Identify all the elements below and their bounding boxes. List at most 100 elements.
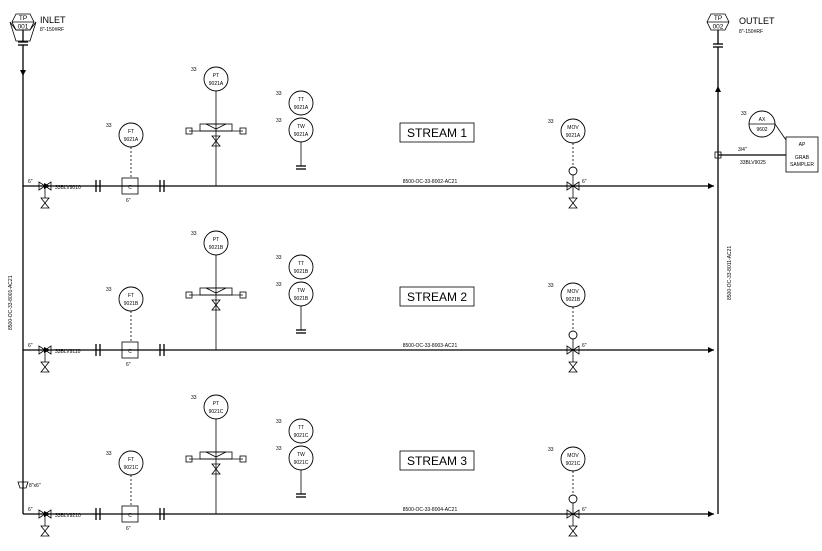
mov-size: 6" — [582, 343, 587, 349]
tw-prefix: 33 — [276, 446, 282, 452]
conditioner-size: 6" — [126, 362, 131, 368]
ft-tag: FT — [128, 293, 134, 299]
motor-actuator — [568, 166, 578, 176]
tw-prefix: 33 — [276, 118, 282, 124]
block-valve — [38, 509, 46, 519]
regulator-end — [185, 291, 193, 299]
mov-bubble — [560, 118, 586, 144]
conditioner-label: C — [128, 513, 132, 519]
ax-tag: AX — [759, 117, 766, 123]
mov-size: 6" — [582, 179, 587, 185]
conditioner-box — [121, 177, 139, 195]
mov-tag: MOV — [567, 125, 579, 131]
pressure-regulator — [205, 287, 227, 294]
ft-bubble — [118, 122, 144, 148]
pt-prefix: 33 — [191, 67, 197, 73]
pt-bubble — [203, 394, 229, 420]
reducer: 8"x6" — [17, 481, 41, 489]
stream-label-box — [399, 286, 475, 307]
stream-label: STREAM 1 — [407, 126, 467, 140]
flow-arrow — [44, 347, 50, 353]
block-valve-tag: 33BLV9010 — [55, 185, 81, 191]
tt-prefix: 33 — [276, 419, 282, 425]
stream-line-number: 8500-OC-33-8002-AC21 — [403, 179, 458, 185]
conditioner-label: C — [128, 349, 132, 355]
regulator-end — [239, 291, 247, 299]
regulator-end — [239, 127, 247, 135]
valve-body — [568, 530, 578, 537]
motor-actuator — [568, 330, 578, 340]
inlet-tag-number: 001 — [18, 24, 29, 31]
mov-prefix: 33 — [548, 447, 554, 453]
mov-number: 9021B — [566, 297, 581, 303]
stream-label-box — [399, 450, 475, 471]
valve-body — [40, 202, 50, 209]
ax-number: 9602 — [756, 127, 767, 133]
tw-prefix: 33 — [276, 282, 282, 288]
mov-valve — [566, 181, 574, 191]
inlet-spec: 8"-150#RF — [40, 27, 64, 33]
outlet-label: OUTLET — [739, 16, 775, 26]
pt-number: 9021B — [209, 245, 224, 251]
ft-prefix: 33 — [106, 451, 112, 457]
mov-size: 6" — [582, 507, 587, 513]
line-size: 6" — [28, 179, 33, 185]
valve-body — [568, 525, 578, 532]
stream-label: STREAM 2 — [407, 290, 467, 304]
regulator-end — [185, 455, 193, 463]
inlet-label: INLET — [40, 15, 66, 25]
block-valve — [44, 181, 52, 191]
conditioner-size: 6" — [126, 198, 131, 204]
block-valve-tag: 33BLV9210 — [55, 513, 81, 519]
pressure-regulator — [205, 123, 227, 130]
tw-number: 9021B — [294, 296, 309, 302]
tt-bubble — [288, 418, 314, 444]
tw-bubble — [288, 445, 314, 471]
stream-line-number: 8500-OC-33-8003-AC21 — [403, 343, 458, 349]
line-size: 6" — [28, 343, 33, 349]
valve-body — [211, 140, 221, 147]
pt-tag: PT — [213, 401, 219, 407]
flow-arrow — [44, 183, 50, 189]
tt-bubble — [288, 254, 314, 280]
grab-sampler: AX 9602 33 AP GRAB SAMPLER 3/4" 33BLV902… — [714, 110, 819, 173]
flow-arrow — [708, 183, 714, 189]
block-valve — [44, 509, 52, 519]
line-size: 6" — [28, 507, 33, 513]
motor-actuator — [568, 494, 578, 504]
valve-body — [211, 468, 221, 475]
mov-valve — [572, 181, 580, 191]
ft-prefix: 33 — [106, 287, 112, 293]
tt-number: 9021A — [294, 105, 309, 111]
flow-arrow — [44, 511, 50, 517]
block-valve — [38, 181, 46, 191]
pt-prefix: 33 — [191, 231, 197, 237]
tt-number: 9021B — [294, 269, 309, 275]
valve-body — [211, 304, 221, 311]
mov-bubble — [560, 446, 586, 472]
outlet-spec: 8"-150#RF — [739, 29, 763, 35]
tw-bubble — [288, 281, 314, 307]
outlet-tag-top: TP — [714, 15, 722, 22]
ax-prefix: 33 — [741, 111, 747, 117]
tw-number: 9021C — [294, 460, 309, 466]
inlet-line-number: 8500-OC-33-8001-AC21 — [8, 275, 14, 330]
pressure-regulator — [205, 451, 227, 458]
pt-number: 9021A — [209, 81, 224, 87]
ft-prefix: 33 — [106, 123, 112, 129]
mov-number: 9021C — [566, 461, 581, 467]
tt-tag: TT — [298, 425, 304, 431]
tw-tag: TW — [297, 452, 305, 458]
mov-prefix: 33 — [548, 119, 554, 125]
valve-body — [40, 525, 50, 532]
pt-number: 9021C — [209, 409, 224, 415]
conditioner-box — [121, 505, 139, 523]
valve-body — [211, 135, 221, 142]
valve-body — [40, 530, 50, 537]
mov-number: 9021A — [566, 133, 581, 139]
conditioner-box — [121, 341, 139, 359]
pt-bubble — [203, 230, 229, 256]
